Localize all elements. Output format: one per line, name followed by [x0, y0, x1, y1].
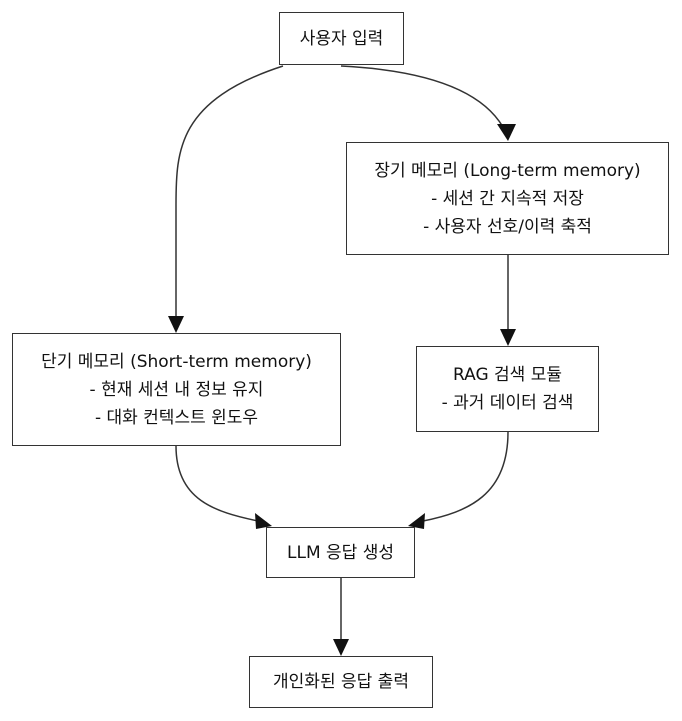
node-short-term-line-3: - 대화 컨텍스트 윈도우	[94, 407, 259, 428]
edge-short-term-to-llm	[175, 445, 259, 522]
arrowhead-long-term	[497, 124, 516, 141]
node-long-term-line-2: - 세션 간 지속적 저장	[431, 188, 584, 209]
node-user-input-line-1: 사용자 입력	[299, 28, 384, 49]
node-long-term-memory: 장기 메모리 (Long-term memory) - 세션 간 지속적 저장 …	[346, 142, 669, 255]
arrowhead-rag	[500, 329, 516, 346]
node-short-term-line-2: - 현재 세션 내 정보 유지	[89, 379, 264, 400]
arrowhead-llm-left	[255, 513, 272, 529]
node-long-term-title: 장기 메모리 (Long-term memory)	[374, 160, 641, 181]
arrowhead-llm-right	[408, 513, 425, 529]
node-rag-module: RAG 검색 모듈 - 과거 데이터 검색	[416, 346, 599, 432]
arrowhead-output	[333, 639, 349, 656]
node-rag-line-2: - 과거 데이터 검색	[441, 393, 574, 413]
node-llm-response: LLM 응답 생성	[266, 527, 415, 578]
node-output-title: 개인화된 응답 출력	[273, 672, 409, 692]
node-user-input: 사용자 입력	[279, 12, 404, 65]
edge-input-to-long-term	[340, 65, 504, 128]
node-llm-title: LLM 응답 생성	[287, 542, 394, 563]
node-short-term-title: 단기 메모리 (Short-term memory)	[41, 351, 312, 372]
node-personalized-output: 개인화된 응답 출력	[249, 656, 433, 708]
node-long-term-line-3: - 사용자 선호/이력 축적	[423, 216, 592, 237]
edge-input-to-short-term	[175, 65, 284, 318]
arrowhead-short-term	[168, 316, 184, 333]
node-rag-title: RAG 검색 모듈	[453, 365, 562, 385]
node-short-term-memory: 단기 메모리 (Short-term memory) - 현재 세션 내 정보 …	[12, 333, 341, 446]
edge-rag-to-llm	[422, 431, 509, 522]
